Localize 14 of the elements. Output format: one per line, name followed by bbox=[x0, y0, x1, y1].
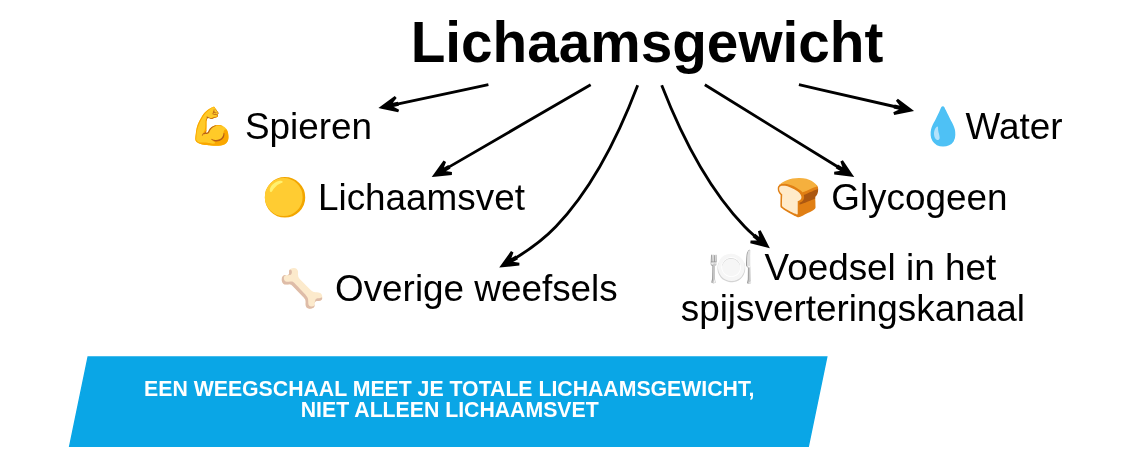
node-text: 💧Water bbox=[919, 105, 1063, 147]
node-text: 🍽 Voedsel in het spijsverteringskanaal bbox=[680, 247, 1025, 330]
arrow bbox=[432, 83, 591, 177]
node-text: 🍞 Glycogeen bbox=[774, 176, 1007, 218]
arrow bbox=[798, 83, 912, 116]
node-text: 💪 Spieren bbox=[188, 105, 372, 147]
arrow bbox=[500, 84, 639, 268]
arrow bbox=[659, 84, 769, 248]
node-box: EEN WEEGSCHAAL MEET JE TOTALE LICHAAMSGEWICHT, NIET ALLEEN LICHAAMSVET bbox=[68, 356, 828, 447]
node-text: Lichaamsgewicht bbox=[410, 10, 883, 74]
node-text: 🟡 Lichaamsvet bbox=[261, 176, 525, 218]
arrow bbox=[703, 83, 853, 177]
node-text: 🦴 Overige weefsels bbox=[278, 267, 618, 309]
arrow bbox=[379, 83, 489, 113]
